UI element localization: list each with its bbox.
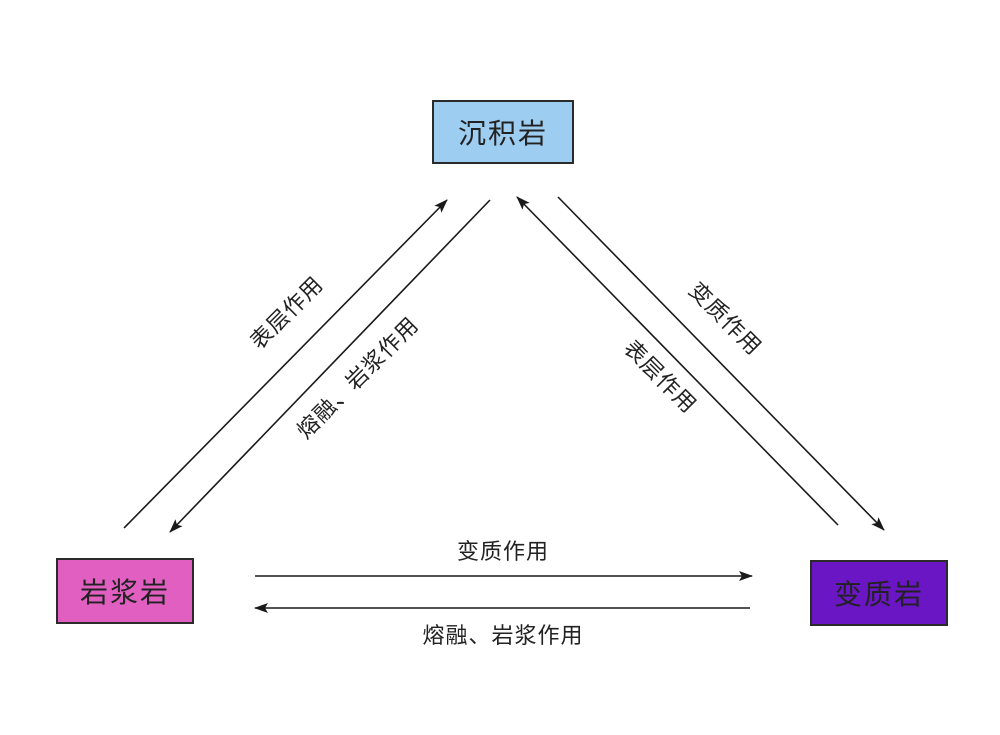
node-sedimentary-rock: 沉积岩 (432, 100, 574, 164)
node-igneous-label: 岩浆岩 (79, 576, 170, 609)
node-sedimentary-label: 沉积岩 (457, 117, 548, 150)
arrow-sedimentary-to-igneous (169, 199, 491, 533)
node-metamorphic-rock: 变质岩 (810, 560, 948, 626)
label-ign-to-sed: 表层作用 (246, 272, 329, 355)
label-sed-to-met: 变质作用 (683, 278, 766, 361)
node-metamorphic-label: 变质岩 (833, 578, 924, 611)
label-ign-to-met: 变质作用 (457, 540, 549, 565)
label-met-to-ign: 熔融、岩浆作用 (422, 624, 583, 649)
node-igneous-rock: 岩浆岩 (56, 558, 194, 624)
label-sed-to-ign: 熔融、岩浆作用 (293, 313, 425, 445)
arrow-igneous-to-sedimentary (123, 199, 448, 529)
arrow-sedimentary-to-metamorphic (557, 196, 885, 531)
arrow-metamorphic-to-sedimentary (516, 196, 839, 526)
label-met-to-sed: 表层作用 (618, 336, 701, 419)
